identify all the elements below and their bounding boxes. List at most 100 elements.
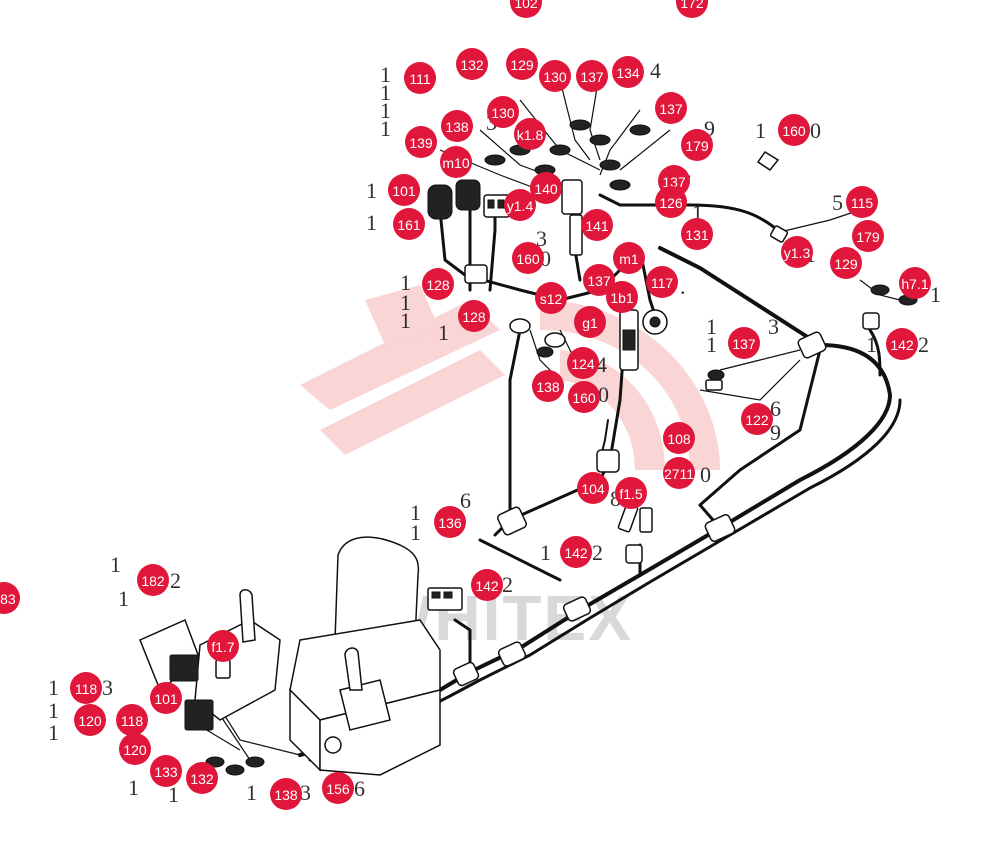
- svg-text:2: 2: [170, 568, 181, 593]
- callout-badge: [646, 266, 678, 298]
- svg-text:1: 1: [366, 210, 377, 235]
- svg-text:1: 1: [400, 270, 411, 295]
- svg-text:1: 1: [438, 320, 449, 345]
- callout-138: 138: [270, 778, 302, 810]
- svg-text:1: 1: [48, 675, 59, 700]
- svg-text:1: 1: [110, 552, 121, 577]
- callout-label: 160: [782, 123, 806, 139]
- callout-label: 118: [75, 681, 98, 697]
- callout-101: 101: [150, 682, 182, 714]
- svg-text:1: 1: [692, 200, 703, 225]
- callout-label: s12: [540, 291, 563, 307]
- callout-badge: [615, 477, 647, 509]
- callout-badge: [577, 472, 609, 504]
- callout-130: 130: [487, 96, 519, 128]
- callout-badge: [405, 126, 437, 158]
- callout-label: k1.8: [517, 127, 544, 143]
- callout-160: 160: [778, 114, 810, 146]
- callout-label: 108: [667, 431, 691, 447]
- callout-137: 137: [583, 264, 615, 296]
- callout-badge: [458, 300, 490, 332]
- callout-111: 111: [404, 62, 436, 94]
- callout-badge: [886, 328, 918, 360]
- callout-s12: s12: [535, 282, 567, 314]
- callout-m10: m10: [440, 146, 472, 178]
- callout-label: 130: [491, 105, 515, 121]
- callout-label: f1.5: [619, 486, 643, 502]
- callout-badge: [514, 118, 546, 150]
- callout-label: 128: [426, 277, 450, 293]
- callout-badge: [613, 242, 645, 274]
- svg-text:.: .: [680, 274, 686, 299]
- svg-text:1: 1: [380, 116, 391, 141]
- callout-badge: [471, 569, 503, 601]
- callout-134: 134: [612, 56, 644, 88]
- callout-label: 132: [190, 771, 214, 787]
- callout-badge: [581, 209, 613, 241]
- callout-label: 111: [409, 71, 430, 87]
- callout-160: 160: [512, 242, 544, 274]
- svg-text:1: 1: [118, 586, 129, 611]
- callout-label: 160: [516, 251, 540, 267]
- callout-130: 130: [539, 60, 571, 92]
- svg-text:8: 8: [610, 486, 621, 511]
- callout-139: 139: [405, 126, 437, 158]
- callout-124: 124: [567, 347, 599, 379]
- callout-label: y1.3: [784, 245, 811, 261]
- callout-label: 137: [580, 69, 604, 85]
- callout-badge: [116, 704, 148, 736]
- callout-badge: [487, 96, 519, 128]
- callout-140: 140: [530, 172, 562, 204]
- callout-label: 142: [564, 545, 588, 561]
- callout-label: 160: [572, 390, 596, 406]
- callout-label: 141: [585, 218, 609, 234]
- callout-label: 138: [274, 787, 298, 803]
- callout-136: 136: [434, 506, 466, 538]
- svg-text:0: 0: [810, 118, 821, 143]
- callout-badge: [781, 236, 813, 268]
- callout-y1-3: y1.3: [781, 236, 813, 268]
- svg-text:1: 1: [380, 62, 391, 87]
- callout-156: 156: [322, 772, 354, 804]
- svg-text:1: 1: [706, 314, 717, 339]
- callout-badge: [539, 60, 571, 92]
- svg-text:2: 2: [592, 540, 603, 565]
- callout-f1-7: f1.7: [207, 630, 239, 662]
- svg-text:1: 1: [400, 308, 411, 333]
- svg-text:1: 1: [48, 720, 59, 745]
- svg-text:1: 1: [706, 332, 717, 357]
- callout-label: 136: [438, 515, 462, 531]
- svg-text:2: 2: [502, 572, 513, 597]
- svg-text:0: 0: [540, 246, 551, 271]
- svg-text:1: 1: [48, 698, 59, 723]
- callout-141: 141: [581, 209, 613, 241]
- callout-badge: [150, 755, 182, 787]
- callout-badge: [393, 208, 425, 240]
- callout-129: 129: [506, 48, 538, 80]
- callout-badge: [322, 772, 354, 804]
- callout-label: 101: [154, 691, 178, 707]
- callout-label: 137: [587, 273, 611, 289]
- callout-m1: m1: [613, 242, 645, 274]
- callout-label: f1.7: [211, 639, 235, 655]
- callout-137: 137: [728, 327, 760, 359]
- callout-label: 131: [685, 227, 709, 243]
- callout-102: 102: [510, 0, 542, 18]
- callout-label: 137: [659, 101, 683, 117]
- callout-badge: [0, 582, 20, 614]
- svg-text:6: 6: [354, 776, 365, 801]
- callout-badge: [606, 281, 638, 313]
- callout-badge: [207, 630, 239, 662]
- svg-text:1: 1: [540, 540, 551, 565]
- callout-badge: [150, 682, 182, 714]
- callout-label: 115: [851, 195, 874, 211]
- svg-text:1: 1: [930, 282, 941, 307]
- callout-badge: [576, 60, 608, 92]
- callout-2711: 2711: [663, 457, 695, 489]
- svg-text:1: 1: [380, 98, 391, 123]
- callout-badge: [655, 186, 687, 218]
- callout-142: 142: [560, 536, 592, 568]
- callout-label: 179: [856, 229, 880, 245]
- callout-137: 137: [576, 60, 608, 92]
